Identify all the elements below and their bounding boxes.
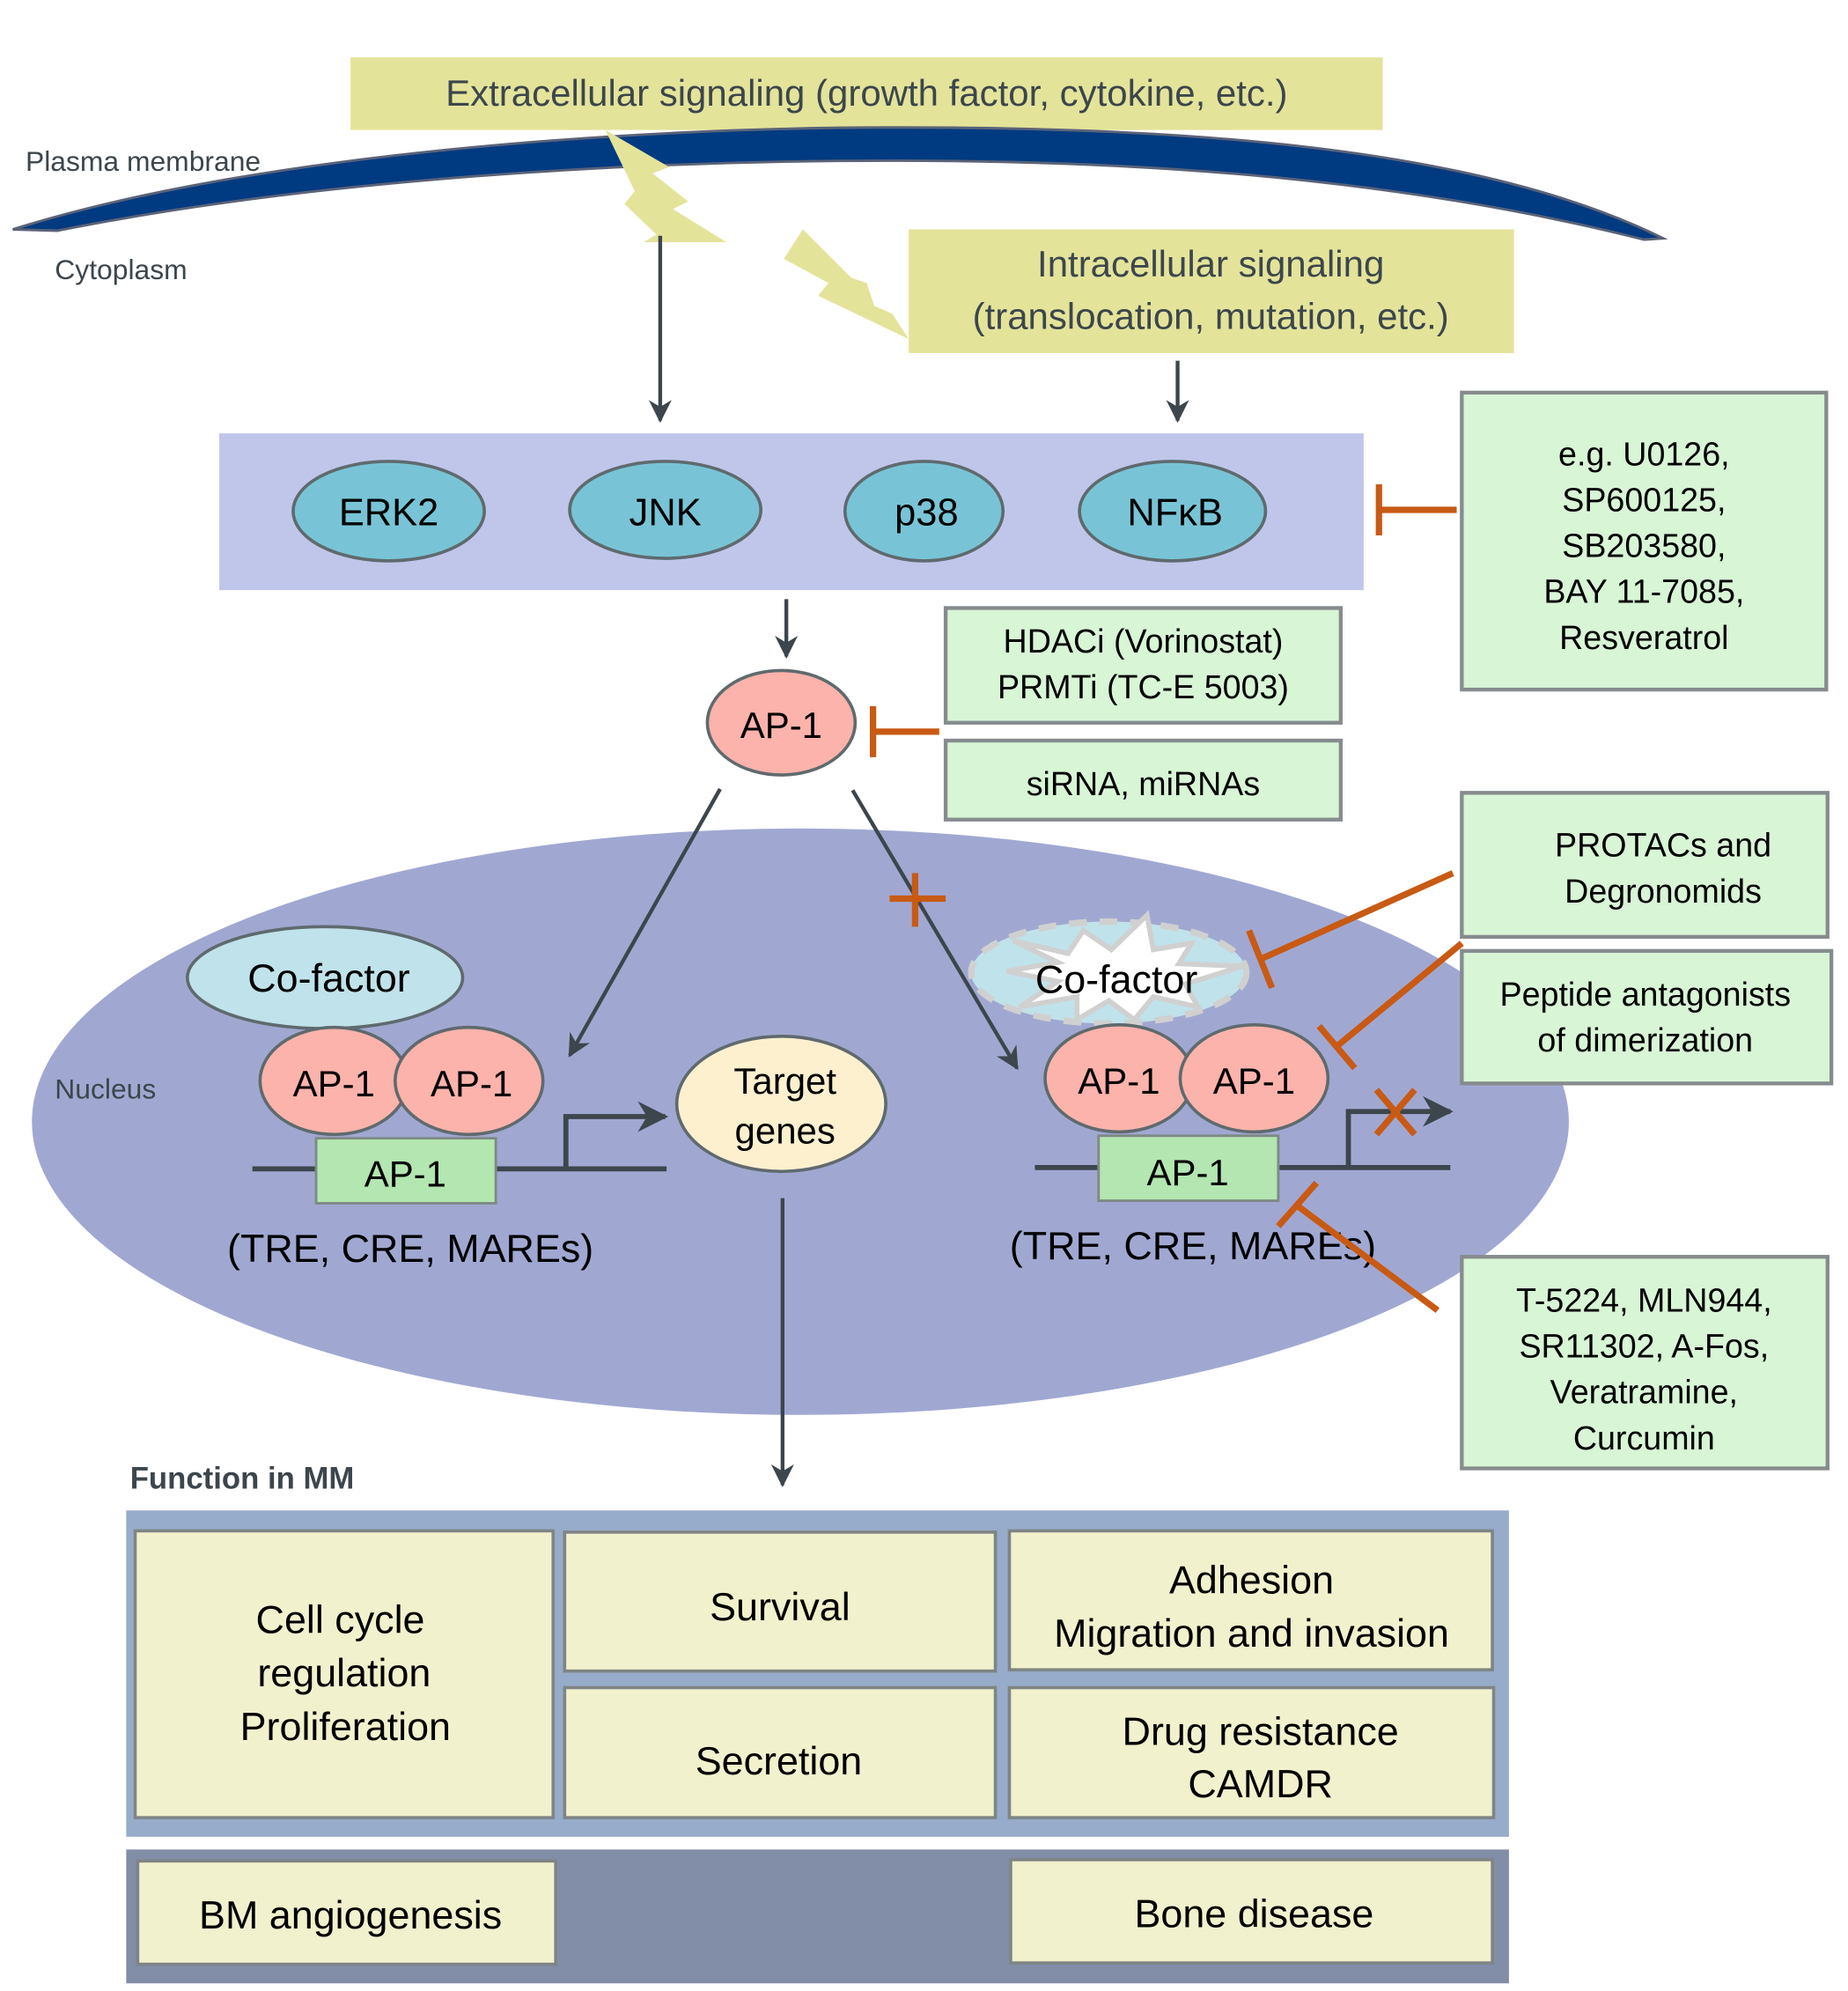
function-title: Function in MM <box>130 1463 355 1496</box>
svg-text:AP-1: AP-1 <box>1078 1060 1160 1102</box>
svg-text:Resveratrol: Resveratrol <box>1559 619 1728 656</box>
svg-text:PRMTi (TC-E 5003): PRMTi (TC-E 5003) <box>998 668 1289 705</box>
block-mark-translocation <box>889 873 946 927</box>
svg-text:Migration and invasion: Migration and invasion <box>1054 1611 1449 1655</box>
svg-text:Bone disease: Bone disease <box>1134 1891 1373 1936</box>
svg-text:e.g. U0126,: e.g. U0126, <box>1558 435 1730 472</box>
intracellular-signal-box: Intracellular signaling (translocation, … <box>909 229 1514 353</box>
extracellular-signal-bolt-icon <box>605 129 727 243</box>
kinase-inhibitors-box: e.g. U0126, SP600125, SB203580, BAY 11-7… <box>1460 390 1829 692</box>
svg-text:Secretion: Secretion <box>696 1738 863 1783</box>
cytoplasm-label: Cytoplasm <box>55 254 187 285</box>
plasma-membrane <box>12 126 1668 241</box>
inhibit-bar-dna-binding <box>1276 1180 1440 1313</box>
function-cell-adhesion: Adhesion Migration and invasion <box>1007 1529 1494 1672</box>
cofactor-left: Co-factor <box>186 925 465 1030</box>
response-elements-right: (TRE, CRE, MAREs) <box>1010 1223 1376 1268</box>
svg-text:SP600125,: SP600125, <box>1562 481 1726 518</box>
peptide-antagonists-box: Peptide antagonists of dimerization <box>1460 948 1834 1086</box>
svg-text:Target: Target <box>733 1060 836 1102</box>
arrow-ap1-to-nucleus-blocked <box>850 789 1020 1071</box>
function-cell-bm-angiogenesis: BM angiogenesis <box>136 1859 557 1966</box>
svg-text:Cell cycle: Cell cycle <box>256 1596 425 1641</box>
svg-text:SR11302, A-Fos,: SR11302, A-Fos, <box>1519 1328 1769 1365</box>
inhibit-bar-degraders <box>1246 870 1454 990</box>
svg-text:AP-1: AP-1 <box>431 1063 512 1104</box>
svg-text:Survival: Survival <box>710 1584 850 1629</box>
svg-text:ERK2: ERK2 <box>339 491 438 534</box>
rna-inhibitors-box: siRNA, miRNAs <box>943 738 1344 822</box>
transcription-arrow-left <box>563 1101 669 1169</box>
ap1-binding-site-right: AP-1 <box>1097 1134 1280 1202</box>
svg-text:NFκB: NFκB <box>1127 491 1223 534</box>
svg-text:AP-1: AP-1 <box>740 704 822 746</box>
response-elements-left: (TRE, CRE, MAREs) <box>227 1226 593 1271</box>
inhibit-bar-ap1 <box>869 705 939 757</box>
intracellular-signal-bolt-icon <box>784 229 909 340</box>
ap1-dimer-right-b: AP-1 <box>1178 1022 1330 1134</box>
function-cell-secretion: Secretion <box>563 1685 998 1819</box>
svg-text:AP-1: AP-1 <box>1213 1060 1295 1102</box>
svg-text:T-5224, MLN944,: T-5224, MLN944, <box>1516 1281 1772 1318</box>
intracellular-signal-line1: Intracellular signaling <box>1037 243 1384 284</box>
arrow-ap1-to-nucleus-active <box>568 787 722 1058</box>
svg-text:AP-1: AP-1 <box>293 1063 375 1104</box>
dna-binding-inhibitors-box: T-5224, MLN944, SR11302, A-Fos, Veratram… <box>1460 1255 1830 1471</box>
cofactor-right-degraded: Co-factor <box>968 910 1250 1027</box>
epigenetic-inhibitors-box: HDACi (Vorinostat) PRMTi (TC-E 5003) <box>943 606 1344 725</box>
svg-text:JNK: JNK <box>629 491 702 534</box>
kinase-node-erk2: ERK2 <box>291 460 486 563</box>
svg-text:PROTACs and: PROTACs and <box>1555 827 1771 864</box>
svg-text:genes: genes <box>735 1110 836 1151</box>
kinase-node-nfkb: NFκB <box>1078 460 1268 563</box>
svg-text:Curcumin: Curcumin <box>1573 1420 1715 1456</box>
function-cell-cell-cycle: Cell cycle regulation Proliferation <box>133 1529 556 1819</box>
svg-text:Co-factor: Co-factor <box>1035 957 1198 1002</box>
svg-text:AP-1: AP-1 <box>364 1154 446 1195</box>
function-cell-bone-disease: Bone disease <box>1009 1858 1494 1965</box>
svg-text:Drug resistance: Drug resistance <box>1123 1709 1399 1754</box>
svg-text:Degronomids: Degronomids <box>1565 873 1762 910</box>
function-cell-drug-resistance: Drug resistance CAMDR <box>1007 1685 1496 1819</box>
inhibit-bar-kinases <box>1375 484 1457 535</box>
svg-text:Veratramine,: Veratramine, <box>1550 1374 1738 1411</box>
svg-text:BM angiogenesis: BM angiogenesis <box>199 1892 502 1937</box>
intracellular-signal-line2: (translocation, mutation, etc.) <box>973 295 1449 336</box>
svg-text:Proliferation: Proliferation <box>240 1704 451 1749</box>
transcription-arrow-right-blocked <box>1345 1095 1454 1168</box>
kinase-node-jnk: JNK <box>568 460 763 560</box>
ap1-dimer-left-b: AP-1 <box>393 1025 545 1137</box>
nucleus-label: Nucleus <box>55 1073 156 1105</box>
ap1-binding-site-left: AP-1 <box>314 1137 497 1205</box>
svg-text:SB203580,: SB203580, <box>1562 527 1726 564</box>
ap1-dimer-right-a: AP-1 <box>1043 1022 1195 1134</box>
svg-text:siRNA, miRNAs: siRNA, miRNAs <box>1027 765 1260 802</box>
ap1-cytoplasm-node: AP-1 <box>705 668 858 777</box>
target-genes-node: Target genes <box>674 1035 887 1174</box>
svg-text:HDACi (Vorinostat): HDACi (Vorinostat) <box>1004 623 1284 660</box>
kinase-node-p38: p38 <box>843 460 1005 563</box>
svg-text:of dimerization: of dimerization <box>1537 1021 1753 1058</box>
svg-text:AP-1: AP-1 <box>1146 1152 1228 1193</box>
block-mark-transcription <box>1373 1088 1417 1137</box>
plasma-membrane-label: Plasma membrane <box>26 145 261 177</box>
inhibit-bar-peptides <box>1316 940 1464 1071</box>
svg-text:Co-factor: Co-factor <box>247 955 410 1000</box>
degraders-box: PROTACs and Degronomids <box>1460 791 1830 940</box>
explosion-icon <box>1006 910 1244 1025</box>
svg-text:regulation: regulation <box>257 1650 431 1695</box>
extracellular-signal-box: Extracellular signaling (growth factor, … <box>350 57 1383 130</box>
extracellular-signal-label: Extracellular signaling (growth factor, … <box>445 72 1287 114</box>
svg-text:CAMDR: CAMDR <box>1188 1761 1332 1806</box>
svg-text:BAY 11-7085,: BAY 11-7085, <box>1543 573 1744 610</box>
function-cell-survival: Survival <box>563 1530 998 1673</box>
svg-text:Peptide antagonists: Peptide antagonists <box>1500 976 1792 1013</box>
ap1-dimer-left-a: AP-1 <box>258 1025 410 1137</box>
svg-text:Adhesion: Adhesion <box>1169 1557 1334 1602</box>
svg-text:p38: p38 <box>895 491 958 534</box>
